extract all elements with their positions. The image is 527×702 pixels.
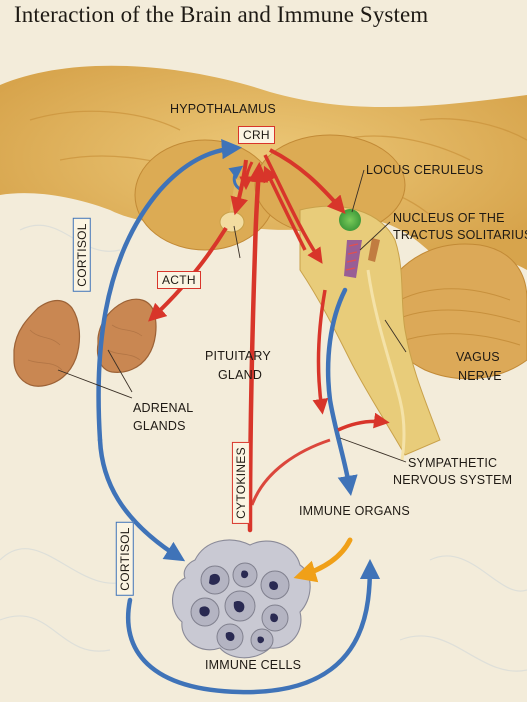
cortisol-arrow-to-hypothalamus bbox=[96, 138, 243, 443]
nucleus-label-line2: TRACTUS SOLITARIUS bbox=[393, 228, 527, 242]
background-sketch bbox=[0, 224, 527, 672]
red-descending-to-sympathetic bbox=[312, 289, 329, 415]
red-arrow-to-sympathetic bbox=[337, 412, 390, 432]
adrenal-label-line2: GLANDS bbox=[133, 419, 186, 433]
adrenal-gland-right bbox=[96, 298, 157, 373]
cerebellum-folds bbox=[394, 288, 521, 346]
sympathetic-label-line2: NERVOUS SYSTEM bbox=[393, 473, 513, 487]
crh-label: CRH bbox=[238, 126, 275, 144]
vagus-nerve bbox=[366, 269, 406, 461]
adrenal-gland-left bbox=[13, 299, 81, 387]
locus-ceruleus-label: LOCUS CERULEUS bbox=[366, 163, 484, 177]
cerebrum-folds bbox=[29, 110, 527, 216]
cytokines-arrow-to-hypothalamus bbox=[247, 161, 269, 533]
nucleus-tractus-solitarius-spot bbox=[344, 238, 380, 278]
cortisol-label-bottom: CORTISOL bbox=[115, 522, 134, 596]
immune-cells-cluster bbox=[172, 539, 311, 659]
vagus-label-line2: NERVE bbox=[458, 369, 502, 383]
pituitary-label-line1: PITUITARY bbox=[205, 349, 271, 363]
red-arrow-brainstem-to-hypothalamus bbox=[263, 165, 307, 251]
hypothalamus-label: HYPOTHALAMUS bbox=[170, 102, 276, 116]
sympathetic-label-line1: SYMPATHETIC bbox=[408, 456, 498, 470]
pituitary-label-line2: GLAND bbox=[218, 368, 263, 382]
cytokines-branch bbox=[250, 438, 331, 506]
acth-label: ACTH bbox=[157, 271, 201, 289]
red-arrow-to-locus-ceruleus bbox=[269, 148, 346, 215]
cytokines-label: CYTOKINES bbox=[231, 442, 250, 524]
adrenal-texture bbox=[27, 324, 143, 371]
nucleus-label-line1: NUCLEUS OF THE bbox=[393, 211, 505, 225]
adrenal-label-line1: ADRENAL bbox=[133, 401, 194, 415]
vagus-label-line1: VAGUS bbox=[456, 350, 500, 364]
immune-organs-label: IMMUNE ORGANS bbox=[299, 504, 410, 518]
orange-arrow-to-immune-cells bbox=[293, 537, 353, 583]
blue-loop-to-immune-organs bbox=[125, 558, 381, 695]
blue-descending-to-immune-organs bbox=[325, 287, 358, 496]
red-arrow-crh-left bbox=[239, 161, 254, 191]
locus-ceruleus-spot bbox=[339, 209, 361, 231]
page-title: Interaction of the Brain and Immune Syst… bbox=[14, 2, 429, 27]
immune-cells-label: IMMUNE CELLS bbox=[205, 658, 302, 672]
cortisol-label-top: CORTISOL bbox=[72, 218, 91, 292]
leader-lines bbox=[57, 169, 407, 463]
brainstem bbox=[299, 205, 441, 456]
cortisol-arrow-to-immune-cells bbox=[97, 437, 186, 562]
